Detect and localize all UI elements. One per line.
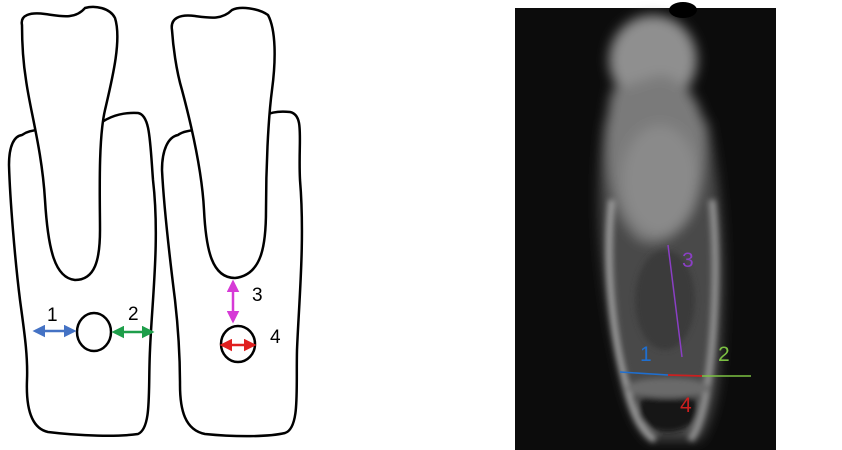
ct-measurement-3-label: 3 xyxy=(682,249,694,272)
ct-measurement-4-line xyxy=(668,375,702,376)
ct-measurement-4-label: 4 xyxy=(680,394,692,417)
left-foramen-circle xyxy=(77,313,111,351)
ct-measurement-1-label: 1 xyxy=(640,343,652,366)
left-jaw-drawing xyxy=(9,7,156,436)
measurement-3-label: 3 xyxy=(252,285,263,306)
measurement-4-label: 4 xyxy=(270,327,281,348)
right-jaw-drawing xyxy=(162,8,302,436)
ct-measurement-2-label: 2 xyxy=(718,343,730,366)
measurement-2-label: 2 xyxy=(128,304,139,325)
measurement-1-label: 1 xyxy=(47,305,58,326)
ct-scan-image: 3 1 2 4 xyxy=(515,2,776,450)
